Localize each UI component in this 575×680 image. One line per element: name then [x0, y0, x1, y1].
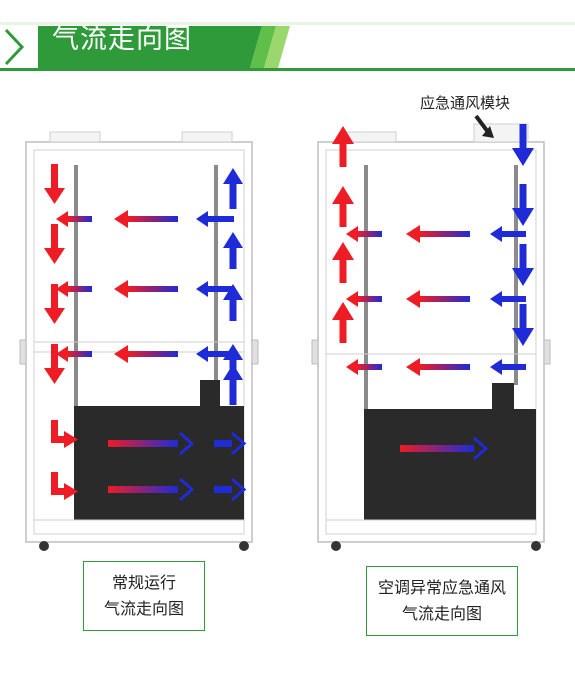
right-hot-air-arrows: [332, 126, 354, 343]
arrow-left-icon: [56, 281, 92, 297]
arrow-left-icon: [490, 359, 526, 375]
arrow-up-icon: [332, 126, 354, 167]
arrow-down-icon: [44, 164, 65, 204]
left-hot-air-arrows: [44, 164, 78, 500]
arrow-left-icon: [346, 291, 382, 307]
arrow-left-icon: [114, 345, 178, 363]
arrow-left-icon: [196, 281, 234, 297]
page-title: 气流走向图: [52, 24, 192, 55]
arrow-down-icon: [512, 184, 534, 226]
arrow-up-icon: [223, 364, 243, 405]
arrow-right-icon: [400, 436, 489, 461]
caption-line: 气流走向图: [401, 604, 482, 623]
arrow-left-icon: [406, 290, 470, 308]
arrow-up-icon: [332, 186, 354, 227]
arrow-down-icon: [512, 304, 534, 346]
right-cabinet: [311, 123, 551, 551]
arrow-left-icon: [56, 211, 92, 227]
arrow-left-icon: [406, 358, 470, 376]
equipment-block: [74, 406, 244, 520]
arrow-down-icon: [512, 244, 534, 286]
right-horizontal-arrows: [346, 225, 526, 461]
arrow-left-icon: [196, 211, 234, 227]
arrow-elbow-right-icon: [51, 420, 78, 448]
arrow-down-icon: [44, 284, 65, 324]
arrow-left-icon: [114, 280, 178, 298]
arrow-elbow-right-icon: [51, 472, 78, 500]
arrow-left-icon: [196, 346, 234, 362]
arrow-down-icon: [44, 344, 65, 384]
caption-emergency-ventilation: 空调异常应急通风 气流走向图: [366, 566, 518, 636]
left-cabinet: [19, 131, 259, 551]
annotation-pointer-icon: [474, 114, 494, 138]
arrow-up-icon: [332, 302, 354, 343]
arrow-down-icon: [512, 124, 534, 166]
arrow-left-icon: [56, 346, 92, 362]
arrow-left-icon: [346, 359, 382, 375]
arrow-right-icon: [214, 477, 247, 502]
arrow-left-icon: [346, 226, 382, 242]
caption-line: 常规运行: [111, 573, 176, 592]
arrow-up-icon: [332, 242, 354, 283]
arrow-right-icon: [214, 431, 247, 456]
arrow-left-icon: [406, 225, 470, 243]
arrow-up-icon: [223, 168, 243, 209]
arrow-down-icon: [44, 224, 65, 264]
chevron-right-icon: [4, 28, 25, 66]
caption-line: 气流走向图: [103, 599, 184, 618]
ups-box: [492, 383, 514, 409]
arrow-left-icon: [490, 291, 526, 307]
header-banner: [0, 22, 575, 71]
ups-box: [200, 380, 220, 406]
right-cold-air-arrows: [512, 124, 534, 346]
equipment-block: [364, 409, 536, 520]
caption-normal-operation: 常规运行 气流走向图: [83, 561, 205, 631]
caption-line: 空调异常应急通风: [377, 578, 506, 597]
arrow-right-icon: [108, 477, 195, 502]
arrow-left-icon: [490, 226, 526, 242]
arrow-left-icon: [114, 210, 178, 228]
left-horizontal-arrows: [56, 210, 247, 502]
emergency-module-label: 应急通风模块: [420, 94, 511, 112]
arrow-right-icon: [108, 431, 195, 456]
arrow-up-icon: [223, 232, 243, 269]
